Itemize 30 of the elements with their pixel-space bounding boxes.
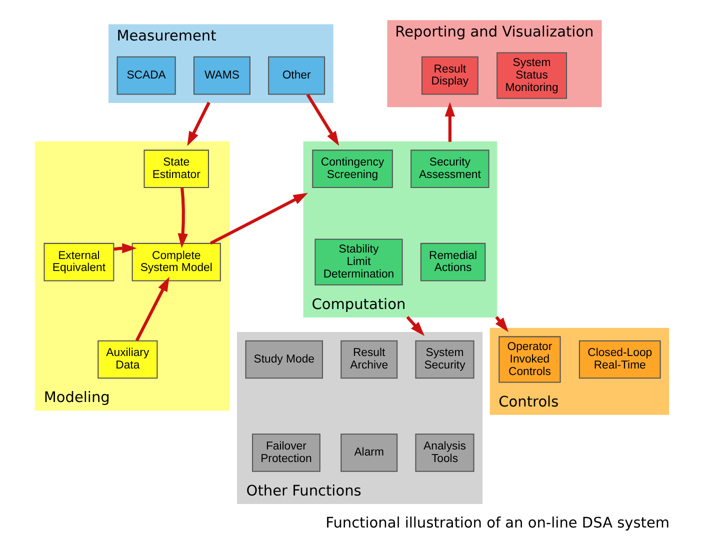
arrow [444, 102, 455, 142]
node-box: Contingency Screening [312, 150, 392, 188]
node-box: State Estimator [143, 150, 208, 188]
node-box: Stability Limit Determination [314, 238, 402, 286]
node-box: System Status Monitoring [496, 52, 567, 99]
node-box: Alarm [340, 434, 398, 472]
node-box: Auxiliary Data [97, 340, 158, 379]
node-box: SCADA [116, 56, 176, 95]
node-box: Other [268, 56, 325, 95]
node-box: Complete System Model [131, 242, 220, 282]
node-box: Failover Protection [252, 434, 320, 472]
node-box: Closed-Loop Real-Time [578, 340, 660, 379]
node-box: Operator Invoked Controls [498, 336, 560, 383]
arrow [113, 243, 136, 254]
node-box: Security Assessment [410, 150, 489, 188]
arrow [406, 316, 424, 336]
arrow [306, 94, 339, 146]
node-box: System Security [414, 340, 474, 379]
arrow [209, 192, 308, 245]
node-box: Result Archive [340, 340, 398, 379]
node-box: Result Display [420, 56, 478, 95]
node-box: Remedial Actions [420, 242, 486, 282]
node-box: Analysis Tools [414, 434, 474, 472]
arrow [186, 102, 210, 146]
node-box: WAMS [192, 56, 250, 95]
node-box: Study Mode [244, 340, 322, 379]
caption: Functional illustration of an on-line DSA system [325, 516, 670, 532]
node-box: External Equivalent [43, 242, 114, 282]
arrow [134, 276, 169, 342]
arrow [177, 188, 188, 248]
